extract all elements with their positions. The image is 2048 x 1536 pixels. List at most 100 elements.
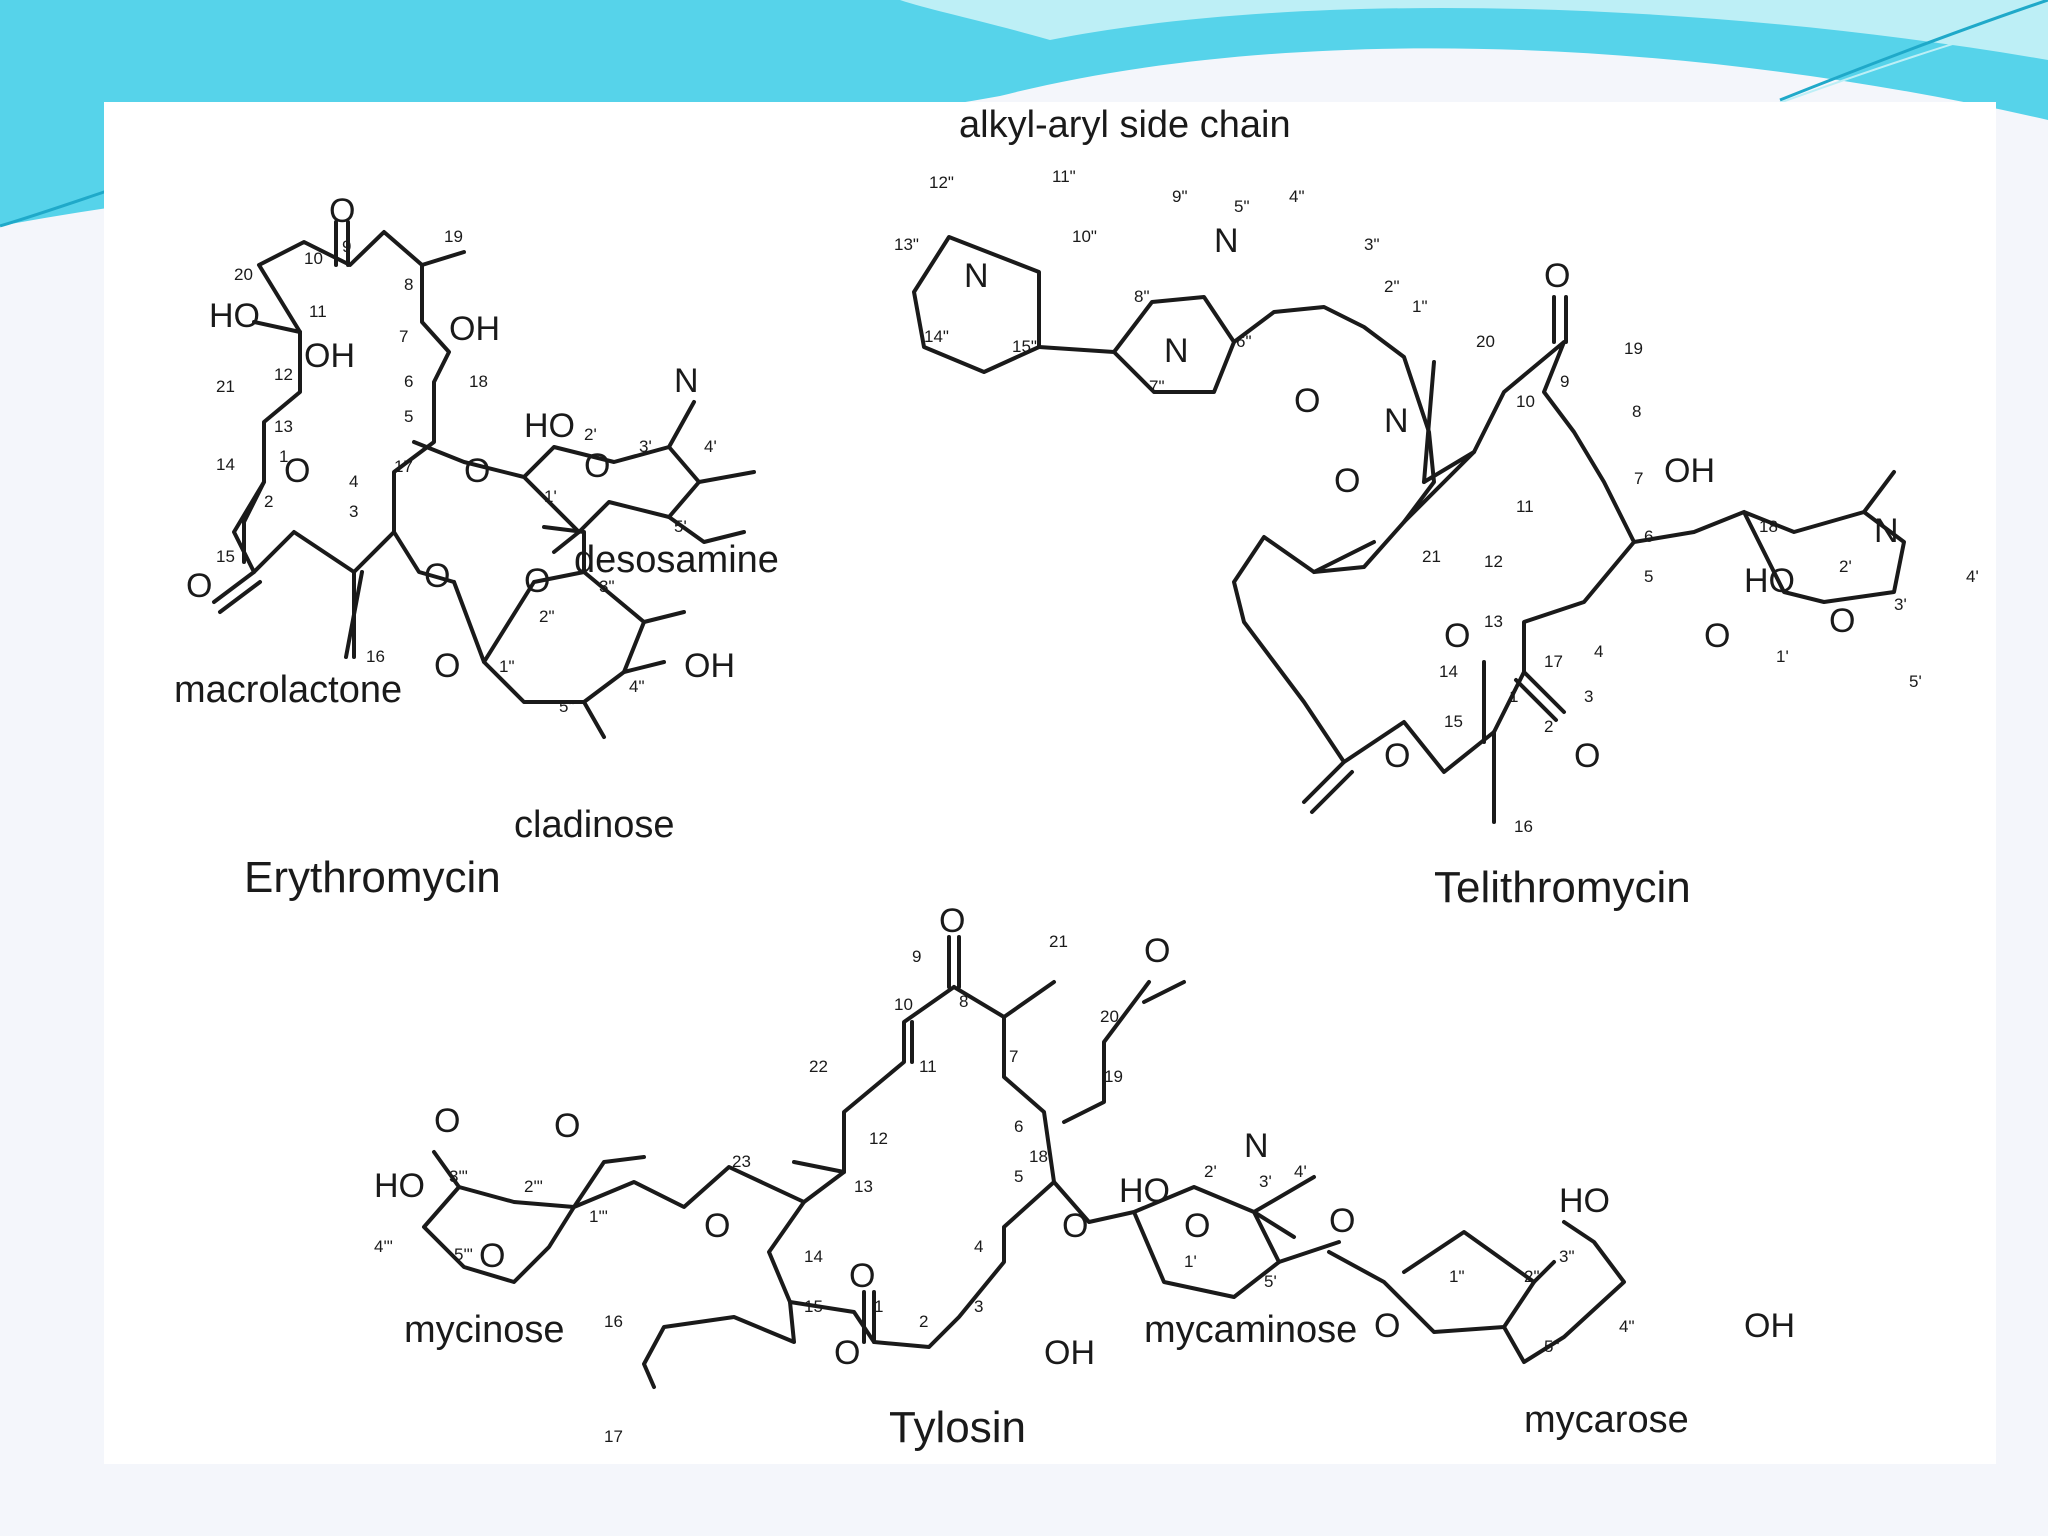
tylosin-o-1: O [849, 1257, 875, 1295]
banner-swoosh-1 [1779, 0, 2048, 102]
telithromycin-num: 15 [1444, 712, 1463, 731]
tylosin-num: 12 [869, 1129, 888, 1148]
telithromycin-o-1: O [1384, 737, 1410, 775]
erythromycin-o-5: O [464, 452, 490, 490]
erythromycin-o-ketone: O [329, 192, 355, 230]
erythromycin-oh-11: OH [304, 337, 355, 375]
tylosin-mycarose-label: mycarose [1524, 1399, 1689, 1441]
telithromycin-num: 9 [1560, 372, 1569, 391]
telithromycin-num: 15" [1012, 337, 1037, 356]
tylosin-num: 3" [1559, 1247, 1575, 1266]
telithromycin-num: 9" [1172, 187, 1188, 206]
banner-wave-main [0, 0, 2048, 226]
tylosin-ho-2p: HO [1119, 1172, 1170, 1210]
tylosin-structure: O O O O OH O O HO O O O HO O N O O HO OH… [374, 902, 1795, 1452]
telithromycin-num: 13 [1484, 612, 1503, 631]
tylosin-num: 17 [604, 1427, 623, 1446]
erythromycin-num: 5 [404, 407, 413, 426]
erythromycin-num: 16 [366, 647, 385, 666]
banner-wave-light [900, 0, 2048, 60]
tylosin-o-4p: O [1329, 1202, 1355, 1240]
tylosin-position-numbers: 1 2 3 4 5 6 7 8 9 10 11 12 13 14 15 16 1… [374, 932, 1635, 1446]
telithromycin-num: 7" [1149, 377, 1165, 396]
tylosin-num: 13 [854, 1177, 873, 1196]
telithromycin-num: 13" [894, 235, 919, 254]
erythromycin-oh-6: OH [449, 310, 500, 348]
telithromycin-num: 3" [1364, 235, 1380, 254]
erythromycin-title: Erythromycin [244, 853, 501, 902]
tylosin-o-2ppp: O [554, 1107, 580, 1145]
telithromycin-n-12pp: N [964, 257, 989, 295]
telithromycin-num: 6 [1644, 527, 1653, 546]
tylosin-num: 7 [1009, 1047, 1018, 1066]
tylosin-o-mycarose-ring: O [1374, 1307, 1400, 1345]
erythromycin-num: 21 [216, 377, 235, 396]
erythromycin-oh-4pp: OH [684, 647, 735, 685]
telithromycin-num: 12 [1484, 552, 1503, 571]
erythromycin-num: 4" [629, 677, 645, 696]
telithromycin-num: 20 [1476, 332, 1495, 351]
erythromycin-o-ring: O [284, 452, 310, 490]
telithromycin-n-carbamate: N [1384, 402, 1409, 440]
telithromycin-num: 4 [1594, 642, 1603, 661]
telithromycin-o-lactone-ring: O [1444, 617, 1470, 655]
tylosin-num: 2' [1204, 1162, 1217, 1181]
erythromycin-num: 3" [599, 577, 615, 596]
tylosin-o-23: O [704, 1207, 730, 1245]
tylosin-num: 9 [912, 947, 921, 966]
telithromycin-num: 10 [1516, 392, 1535, 411]
erythromycin-atom-labels: O HO OH OH O O O O HO O N O O OH [186, 192, 735, 685]
tylosin-o-5: O [1062, 1207, 1088, 1245]
erythromycin-num: 14 [216, 455, 235, 474]
telithromycin-num: 12" [929, 173, 954, 192]
erythromycin-o-3: O [424, 557, 450, 595]
tylosin-num: 3'" [449, 1167, 468, 1186]
tylosin-num: 4'" [374, 1237, 393, 1256]
tylosin-mycaminose-label: mycaminose [1144, 1309, 1357, 1351]
tylosin-num: 23 [732, 1152, 751, 1171]
tylosin-num: 8 [959, 992, 968, 1011]
telithromycin-num: 2' [1839, 557, 1852, 576]
telithromycin-num: 19 [1624, 339, 1643, 358]
telithromycin-o-5: O [1704, 617, 1730, 655]
telithromycin-oh-6: OH [1664, 452, 1715, 490]
tylosin-o-3ppp: O [434, 1102, 460, 1140]
telithromycin-num: 14" [924, 327, 949, 346]
telithromycin-title: Telithromycin [1434, 863, 1691, 912]
telithromycin-num: 1' [1776, 647, 1789, 666]
erythromycin-bonds [212, 220, 756, 739]
telithromycin-num: 2" [1384, 277, 1400, 296]
telithromycin-bonds [912, 235, 1906, 824]
erythromycin-num: 11 [309, 302, 327, 321]
tylosin-num: 3' [1259, 1172, 1272, 1191]
tylosin-num: 2 [919, 1312, 928, 1331]
erythromycin-num: 4' [704, 437, 717, 456]
telithromycin-num: 18 [1759, 517, 1778, 536]
tylosin-oh-4pp: OH [1744, 1307, 1795, 1345]
erythromycin-num: 13 [274, 417, 293, 436]
tylosin-ho-3pp: HO [1559, 1182, 1610, 1220]
tylosin-o-mycinose-ring: O [479, 1237, 505, 1275]
tylosin-bonds [422, 935, 1626, 1389]
telithromycin-num: 14 [1439, 662, 1458, 681]
erythromycin-num: 2" [539, 607, 555, 626]
erythromycin-num: 8 [404, 275, 413, 294]
tylosin-num: 1'" [589, 1207, 608, 1226]
tylosin-ho-4ppp: HO [374, 1167, 425, 1205]
tylosin-num: 1 [874, 1297, 883, 1316]
erythromycin-num: 19 [444, 227, 463, 246]
banner-swoosh-3 [0, 188, 111, 228]
chemical-structures-diagram: O HO OH OH O O O O HO O N O O OH 1 2 3 4… [174, 104, 1979, 1452]
tylosin-num: 5" [1544, 1337, 1560, 1356]
erythromycin-num: 1" [499, 657, 515, 676]
erythromycin-num: 1 [279, 447, 288, 466]
tylosin-n-3p: N [1244, 1127, 1269, 1165]
tylosin-num: 5 [1014, 1167, 1023, 1186]
erythromycin-num: 7 [399, 327, 408, 346]
erythromycin-num: 3 [349, 502, 358, 521]
telithromycin-num: 4' [1966, 567, 1979, 586]
tylosin-num: 5'" [454, 1245, 473, 1264]
telithromycin-position-numbers: 1 2 3 4 5 6 7 8 9 10 11 12 13 14 15 16 1… [894, 167, 1979, 836]
telithromycin-num: 3 [1584, 687, 1593, 706]
telithromycin-num: 8 [1632, 402, 1641, 421]
